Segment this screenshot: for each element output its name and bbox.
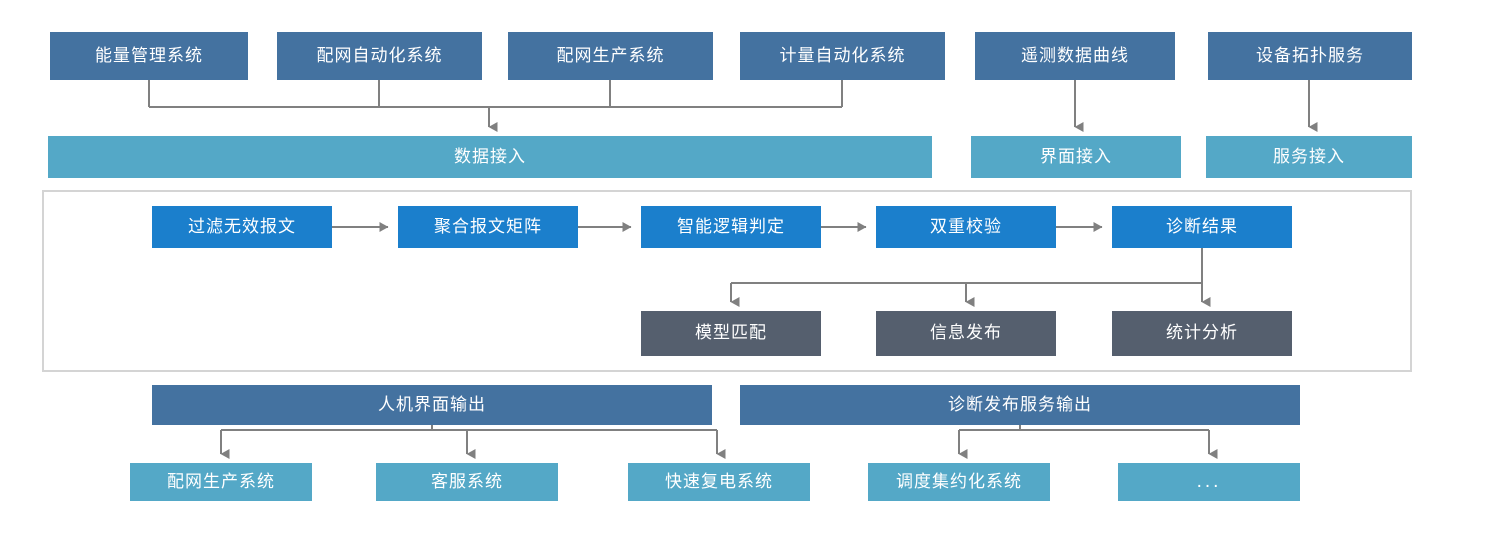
access-bar-service[interactable]: 服务接入 [1206, 136, 1412, 178]
output-bar-diagnosis-publishing-service[interactable]: 诊断发布服务输出 [740, 385, 1300, 425]
sink-box-distribution-production[interactable]: 配网生产系统 [130, 463, 312, 501]
sink-box-customer-service[interactable]: 客服系统 [376, 463, 558, 501]
processing-panel [42, 190, 1412, 372]
analysis-box-model-matching[interactable]: 模型匹配 [641, 311, 821, 356]
sink-box-more[interactable]: ... [1118, 463, 1300, 501]
source-box-distribution-production[interactable]: 配网生产系统 [508, 32, 713, 80]
analysis-box-information-publishing[interactable]: 信息发布 [876, 311, 1056, 356]
process-box-diagnosis-result[interactable]: 诊断结果 [1112, 206, 1292, 248]
source-box-device-topology-service[interactable]: 设备拓扑服务 [1208, 32, 1412, 80]
analysis-box-statistical-analysis[interactable]: 统计分析 [1112, 311, 1292, 356]
output-bar-human-machine-interface[interactable]: 人机界面输出 [152, 385, 712, 425]
source-box-metering-automation[interactable]: 计量自动化系统 [740, 32, 945, 80]
sink-box-dispatch-intensive[interactable]: 调度集约化系统 [868, 463, 1050, 501]
source-box-distribution-automation[interactable]: 配网自动化系统 [277, 32, 482, 80]
process-box-filter-invalid-messages[interactable]: 过滤无效报文 [152, 206, 332, 248]
process-box-aggregate-message-matrix[interactable]: 聚合报文矩阵 [398, 206, 578, 248]
source-box-energy-management[interactable]: 能量管理系统 [50, 32, 248, 80]
access-bar-data[interactable]: 数据接入 [48, 136, 932, 178]
sink-box-rapid-power-restoration[interactable]: 快速复电系统 [628, 463, 810, 501]
access-bar-interface[interactable]: 界面接入 [971, 136, 1181, 178]
source-box-telemetry-curve[interactable]: 遥测数据曲线 [975, 32, 1175, 80]
process-box-intelligent-logic-judgment[interactable]: 智能逻辑判定 [641, 206, 821, 248]
process-box-double-verification[interactable]: 双重校验 [876, 206, 1056, 248]
